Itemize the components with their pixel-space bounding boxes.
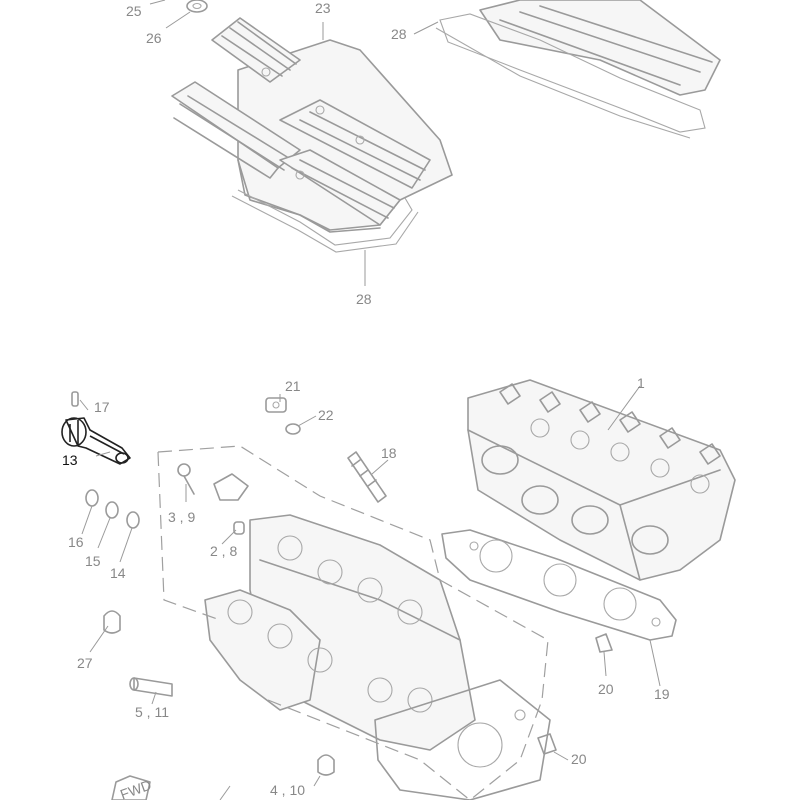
fwd-label: FWD [118, 777, 153, 800]
o-ring-part-15[interactable] [105, 501, 119, 519]
callout-15: 15 [85, 553, 101, 569]
dowel-part-20-upper[interactable] [595, 633, 613, 653]
callout-19: 19 [654, 686, 670, 702]
washer-part-22[interactable] [285, 423, 301, 435]
bolt-part-21[interactable] [265, 397, 287, 413]
bolt-part-3-9[interactable] [177, 463, 195, 495]
valve-guide-part-5-11[interactable] [129, 677, 173, 697]
callout-18: 18 [381, 445, 397, 461]
valve-part-4-10[interactable] [317, 754, 335, 776]
oil-gallery-fitting-part-13[interactable] [61, 417, 131, 465]
o-ring-part-14[interactable] [126, 511, 140, 529]
callout-4-10: 4 , 10 [270, 782, 305, 798]
assembly-boundary [157, 445, 549, 800]
plug-part-27[interactable] [103, 610, 121, 634]
callout-28-upper: 28 [391, 26, 407, 42]
o-ring-part-16[interactable] [85, 489, 99, 507]
camshaft-assembly-lower[interactable] [204, 514, 551, 800]
callout-3-9: 3 , 9 [168, 509, 195, 525]
callout-2-8: 2 , 8 [210, 543, 237, 559]
callout-20-upper: 20 [598, 681, 614, 697]
callout-5-11: 5 , 11 [135, 704, 169, 720]
callout-21: 21 [285, 378, 301, 394]
head-gasket-part-19[interactable] [441, 529, 677, 641]
callout-1: 1 [637, 375, 645, 391]
callout-27: 27 [77, 655, 93, 671]
callout-labels: 25 26 23 28 28 21 22 1 17 13 18 3 , 9 2 … [62, 0, 670, 798]
washer-part-26[interactable] [186, 0, 208, 13]
front-direction-arrow: FWD [111, 775, 153, 800]
callout-17: 17 [94, 399, 110, 415]
head-cover-part-23[interactable] [171, 17, 453, 253]
callout-16: 16 [68, 534, 84, 550]
callout-13: 13 [62, 452, 78, 468]
callout-28-lower: 28 [356, 291, 372, 307]
gasket-part-28-upper[interactable] [435, 0, 721, 139]
cylinder-head-part-1[interactable] [467, 379, 736, 581]
callout-20-lower: 20 [571, 751, 587, 767]
callout-26: 26 [146, 30, 162, 46]
callout-25: 25 [126, 3, 142, 19]
cam-cap-part-2-8[interactable] [213, 473, 249, 535]
dowel-part-17[interactable] [71, 391, 79, 407]
dowel-part-20-lower[interactable] [537, 733, 557, 755]
spark-plug-part-18[interactable] [347, 451, 387, 503]
callout-14: 14 [110, 565, 126, 581]
callout-23: 23 [315, 0, 331, 16]
callout-22: 22 [318, 407, 334, 423]
